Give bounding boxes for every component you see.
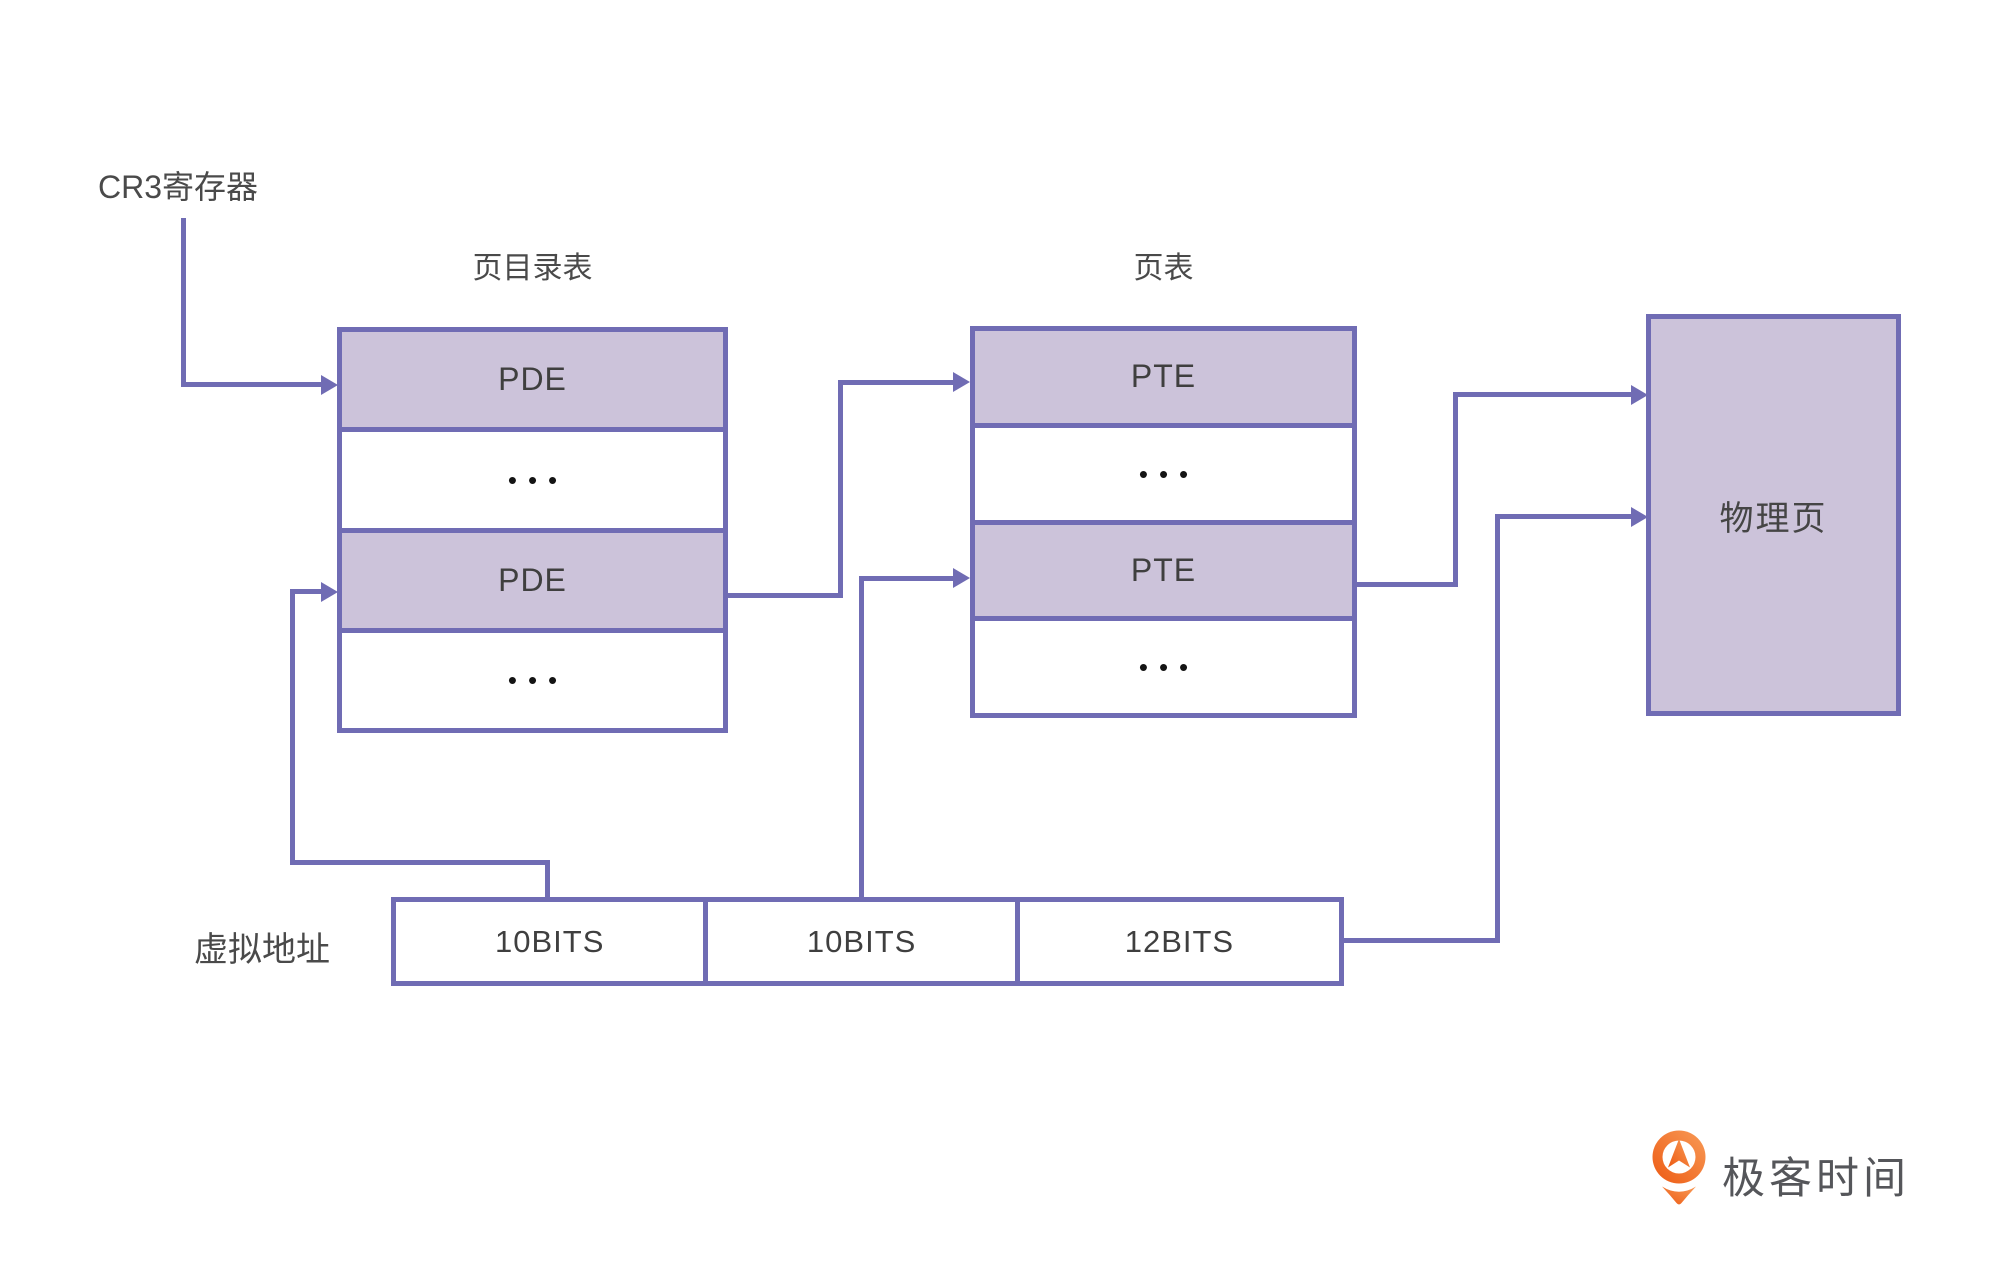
- bits-label: 12BITS: [1124, 923, 1235, 959]
- va-field-offset: 12BITS: [1014, 902, 1339, 981]
- connector-pte2-vertical: [1453, 392, 1458, 587]
- page-directory-title: 页目录表: [472, 252, 593, 285]
- va-field-dir-index: 10BITS: [396, 902, 703, 981]
- pde-row: PDE: [342, 332, 723, 428]
- geektime-logo-text: 极客时间: [1722, 1155, 1910, 1203]
- connector-va1-riser: [545, 862, 550, 900]
- page-table: PTE ••• PTE •••: [970, 326, 1357, 718]
- pte-label: PTE: [1130, 551, 1197, 588]
- connector-offset-vertical: [1495, 514, 1500, 943]
- pde-row: PDE: [342, 527, 723, 628]
- virtual-address-label: 虚拟地址: [194, 931, 330, 969]
- pde-label: PDE: [498, 561, 567, 598]
- connector-offset-entry: [1495, 514, 1632, 519]
- page-table-title: 页表: [1133, 252, 1194, 285]
- physical-page-box: 物理页: [1646, 314, 1901, 716]
- connector-cr3-vertical: [181, 218, 186, 387]
- pde-label: PDE: [498, 361, 567, 398]
- ellipsis-dots: •••: [507, 464, 569, 495]
- connector-offset-exit: [1344, 938, 1500, 943]
- connector-va1-vertical: [290, 590, 295, 865]
- connector-cr3-horizontal: [181, 382, 322, 387]
- arrow-into-pte2-icon: [953, 568, 970, 588]
- arrow-into-physical-page-top-icon: [1631, 385, 1648, 405]
- arrow-into-physical-page-bottom-icon: [1631, 507, 1648, 527]
- ellipsis-row: •••: [975, 616, 1352, 713]
- ellipsis-dots: •••: [507, 665, 569, 696]
- connector-pde2-vertical: [838, 380, 843, 598]
- geektime-logo-icon: [1650, 1130, 1710, 1208]
- pte-row: PTE: [975, 331, 1352, 423]
- arrow-into-pte1-icon: [953, 372, 970, 392]
- virtual-address-fields: 10BITS 10BITS 12BITS: [391, 897, 1344, 986]
- ellipsis-row: •••: [342, 627, 723, 728]
- page-directory-table: PDE ••• PDE •••: [337, 327, 728, 733]
- arrow-into-pde1-icon: [321, 375, 338, 395]
- pte-row: PTE: [975, 519, 1352, 617]
- va-field-table-index: 10BITS: [703, 902, 1014, 981]
- connector-pte2-entry: [1453, 392, 1632, 397]
- connector-va2-entry: [859, 576, 954, 581]
- bits-label: 10BITS: [806, 923, 917, 959]
- arrow-into-pde2-icon: [321, 582, 338, 602]
- cr3-register-label: CR3寄存器: [98, 169, 259, 205]
- bits-label: 10BITS: [495, 923, 605, 959]
- connector-pde2-entry: [838, 380, 954, 385]
- connector-va1-entry: [290, 589, 322, 594]
- ellipsis-row: •••: [342, 427, 723, 527]
- ellipsis-row: •••: [975, 422, 1352, 520]
- ellipsis-dots: •••: [1138, 458, 1200, 489]
- pte-label: PTE: [1130, 358, 1197, 395]
- connector-pte2-exit: [1357, 582, 1458, 587]
- ellipsis-dots: •••: [1138, 652, 1200, 683]
- connector-va2-vertical: [859, 576, 864, 900]
- connector-va1-horizontal: [290, 860, 550, 865]
- connector-pde2-exit: [728, 593, 843, 598]
- physical-page-label: 物理页: [1719, 499, 1828, 538]
